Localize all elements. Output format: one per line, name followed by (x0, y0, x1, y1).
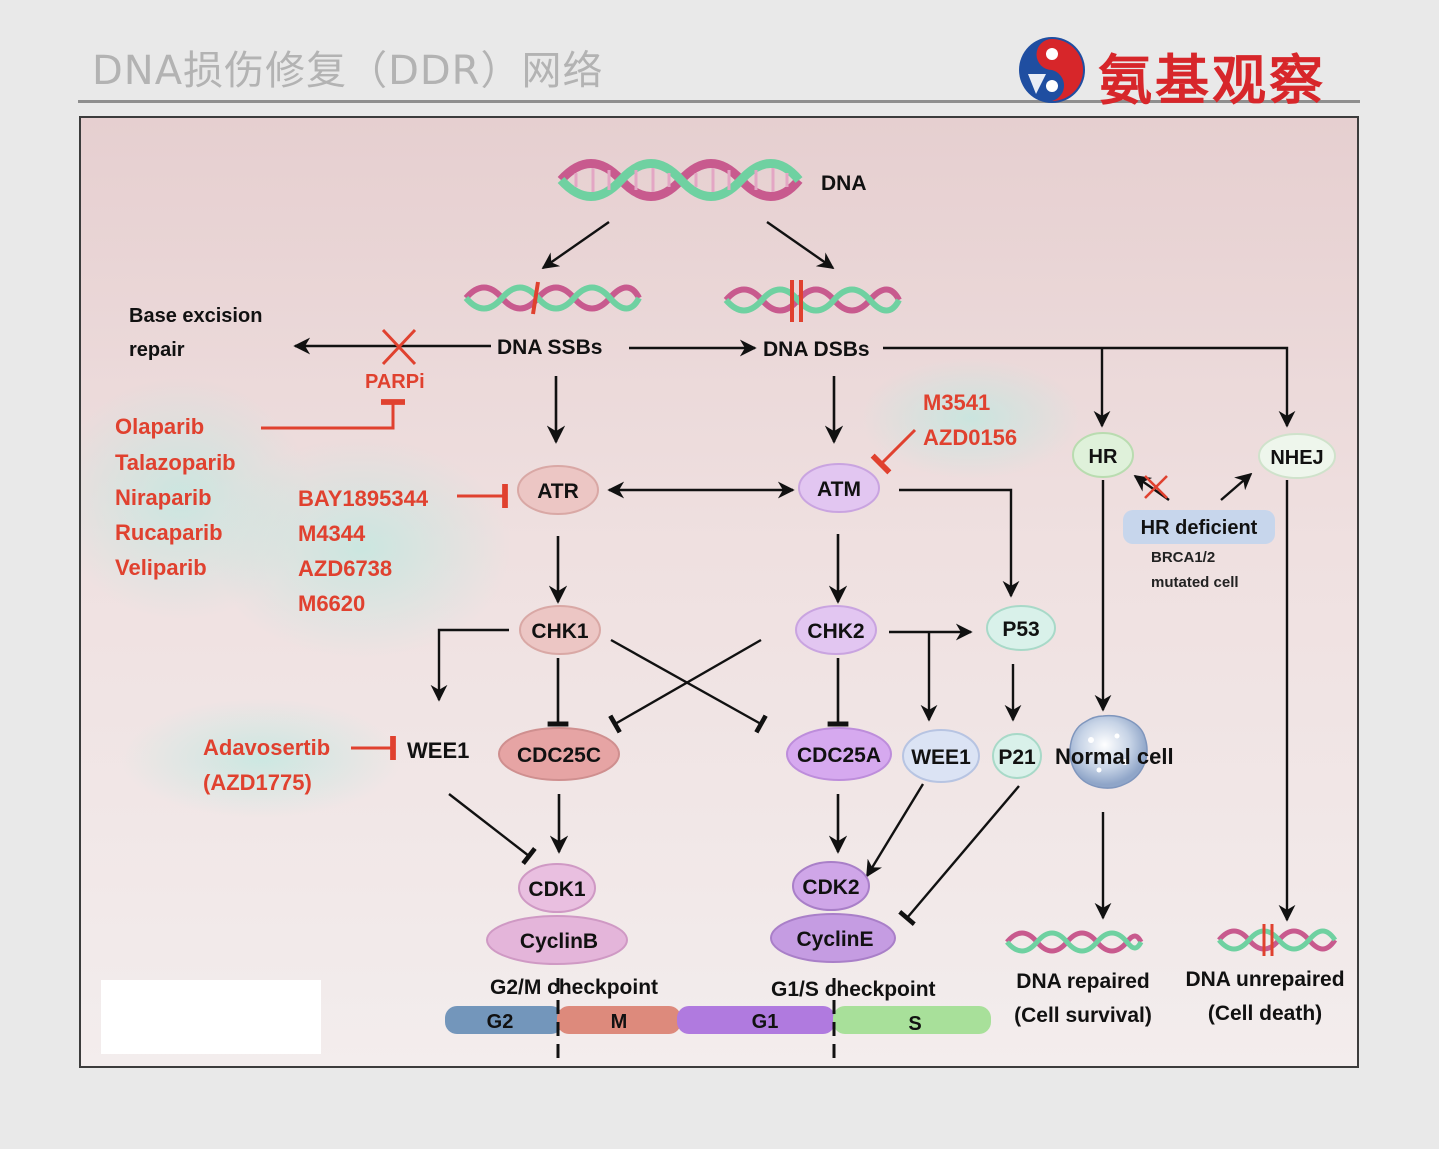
drug-adavosertib: Adavosertib (203, 735, 330, 760)
dna-unrepaired-helix-icon (1217, 924, 1338, 956)
brand-logo: 氨基观察 (1016, 34, 1361, 112)
cell-death-label: (Cell death) (1208, 1002, 1322, 1025)
parp-block-icon (381, 328, 417, 366)
g1s-checkpoint-label: G1/S checkpoint (771, 978, 936, 1001)
cdk2-label: CDK2 (802, 876, 859, 899)
phase-m-bar (557, 1006, 681, 1034)
p21-node (992, 733, 1042, 779)
phase-g2-label: G2 (487, 1011, 514, 1033)
blank-box (101, 980, 321, 1054)
wee1-left-label: WEE1 (407, 738, 469, 763)
glow-wee1-drug (121, 698, 401, 818)
drug-m4344: M4344 (298, 521, 366, 546)
nhej-node (1258, 433, 1336, 479)
brca-label: BRCA1/2 (1151, 549, 1215, 566)
cdc25a-node (786, 727, 892, 781)
drug-olaparib: Olaparib (115, 414, 204, 439)
p53-node (986, 605, 1056, 651)
dna-dsbs-label: DNA DSBs (763, 338, 870, 361)
drug-rucaparib: Rucaparib (115, 520, 223, 545)
dna-ssbs-label: DNA SSBs (497, 336, 602, 359)
phase-s-bar (833, 1006, 991, 1034)
nhej-label: NHEJ (1270, 447, 1323, 469)
atm-label: ATM (817, 478, 861, 501)
ddr-network-diagram: DNA DNA SSBs DNA DSBs Base excision repa… (79, 116, 1359, 1068)
phase-s-label: S (908, 1013, 921, 1035)
cdc25c-label: CDC25C (517, 744, 601, 767)
cdk1-label: CDK1 (528, 878, 585, 901)
cell-survival-label: (Cell survival) (1014, 1004, 1152, 1027)
dna-repaired-helix-icon (1005, 930, 1144, 954)
title-divider (78, 100, 1360, 103)
dna-helix-icon (557, 159, 803, 201)
p53-label: P53 (1002, 618, 1039, 641)
dna-dsb-helix-icon (723, 280, 902, 322)
cyclinb-label: CyclinB (520, 930, 598, 953)
hr-deficient-badge (1123, 510, 1275, 544)
cdk1-node (518, 863, 596, 913)
phase-m-label: M (611, 1011, 628, 1033)
p21-label: P21 (998, 746, 1036, 769)
dna-ssb-helix-icon (463, 281, 642, 315)
phase-g2-bar (445, 1006, 563, 1034)
base-excision-label: Base excision (129, 305, 262, 327)
g2m-checkpoint-label: G2/M checkpoint (490, 976, 658, 999)
chk1-node (519, 605, 601, 655)
parp-inhibitor-list: Olaparib Talazoparib Niraparib Rucaparib… (115, 414, 236, 580)
hr-blocked-icon (1144, 475, 1168, 499)
glow-atm-drugs (861, 358, 1081, 478)
chk2-label: CHK2 (807, 620, 864, 643)
wee1-right-node (902, 729, 980, 783)
cycline-label: CyclinE (796, 928, 873, 951)
drug-azd6738: AZD6738 (298, 556, 392, 581)
glow-atr-drugs (211, 438, 511, 658)
drug-veliparib: Veliparib (115, 555, 207, 580)
phase-g1-label: G1 (752, 1011, 779, 1033)
cyclinb-node (486, 915, 628, 965)
normal-cell-label: Normal cell (1055, 744, 1174, 769)
cdc25c-node (498, 727, 620, 781)
atr-node (517, 465, 599, 515)
wee1-right-label: WEE1 (911, 746, 971, 769)
phase-g1-bar (677, 1006, 835, 1034)
drug-niraparib: Niraparib (115, 485, 212, 510)
drug-m3541: M3541 (923, 390, 990, 415)
mutated-cell-label: mutated cell (1151, 574, 1239, 591)
cdk2-node (792, 861, 870, 911)
cdc25a-label: CDC25A (797, 744, 881, 767)
drug-m6620: M6620 (298, 591, 365, 616)
hr-label: HR (1089, 446, 1118, 468)
normal-cell-icon (1069, 714, 1148, 789)
drug-bay1895344: BAY1895344 (298, 486, 429, 511)
repair-label: repair (129, 339, 185, 361)
dna-label: DNA (821, 172, 867, 195)
drug-azd0156: AZD0156 (923, 425, 1017, 450)
chk2-node (795, 605, 877, 655)
brand-name: 氨基观察 (1098, 49, 1326, 112)
hr-deficient-label: HR deficient (1141, 517, 1258, 539)
page-title: DNA损伤修复（DDR）网络 (92, 48, 604, 94)
hr-node (1072, 432, 1134, 478)
dna-repaired-label: DNA repaired (1016, 970, 1149, 993)
atr-inhibitor-list: BAY1895344 M4344 AZD6738 M6620 (298, 486, 429, 616)
drug-talazoparib: Talazoparib (115, 450, 236, 475)
dna-unrepaired-label: DNA unrepaired (1185, 968, 1344, 991)
atm-node (798, 463, 880, 513)
atr-label: ATR (537, 480, 579, 503)
cycline-node (770, 913, 896, 963)
parpi-label: PARPi (365, 371, 425, 393)
chk1-label: CHK1 (531, 620, 588, 643)
drug-azd1775: (AZD1775) (203, 770, 312, 795)
brand-mark-icon (1019, 37, 1085, 103)
